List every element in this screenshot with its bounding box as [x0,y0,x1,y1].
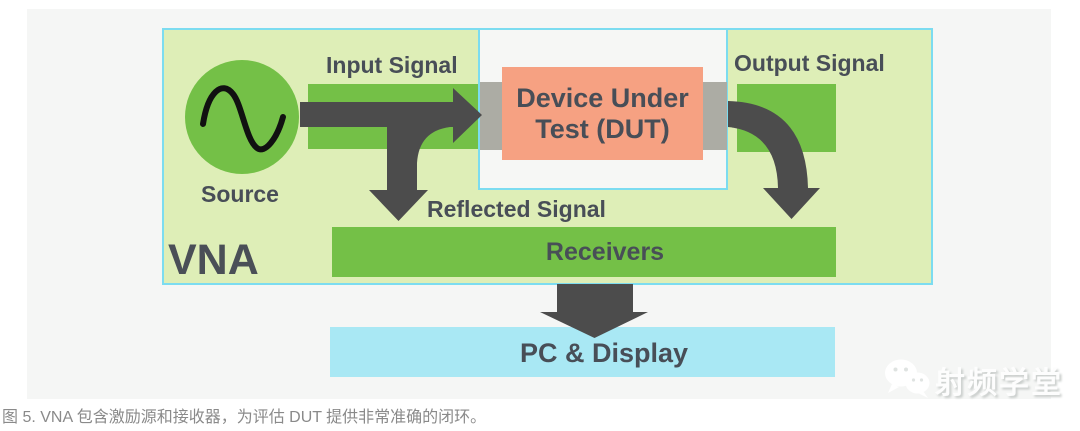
dut-label-line2: Test (DUT) [535,113,670,144]
sine-wave-icon [200,85,286,153]
wechat-icon [885,359,930,398]
reflected-signal-label: Reflected Signal [427,196,606,222]
input-signal-label: Input Signal [326,52,458,78]
pc-display-label: PC & Display [519,338,689,368]
watermark-text: 射频学堂 [935,367,1063,400]
dut-left-connector [480,82,503,150]
dut-right-connector [703,82,727,150]
source-circle [185,60,299,174]
receivers-bar [332,227,836,277]
output-signal-bar [737,84,836,152]
receivers-label: Receivers [545,238,665,266]
source-label: Source [201,181,279,207]
dut-label-line1: Device Under [516,82,689,113]
figure-caption: 图 5. VNA 包含激励源和接收器，为评估 DUT 提供非常准确的闭环。 [2,409,487,426]
watermark: 射频学堂 [883,356,1080,400]
dut-box: Device Under Test (DUT) [502,67,703,160]
input-signal-bar [308,84,478,149]
output-signal-label: Output Signal [734,50,885,76]
vna-label: VNA [168,236,259,284]
